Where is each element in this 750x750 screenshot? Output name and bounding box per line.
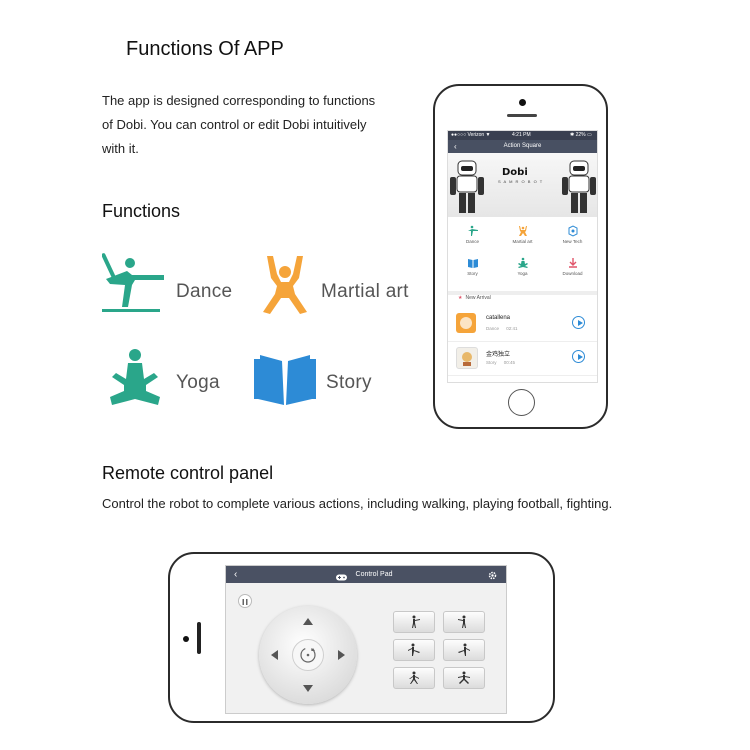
action-button-stance-left[interactable] xyxy=(393,667,435,689)
back-icon[interactable]: ‹ xyxy=(454,142,457,151)
grid-label: New Tech xyxy=(562,239,583,244)
description-line-1: The app is designed corresponding to fun… xyxy=(102,93,376,108)
grid-item-story[interactable]: Story xyxy=(448,255,497,285)
pause-icon xyxy=(242,599,248,605)
rotate-icon xyxy=(300,647,316,663)
carrier-text: ●●○○○ Verizon ▼ xyxy=(451,132,491,138)
stance-pose-icon xyxy=(458,671,470,684)
star-icon: ★ xyxy=(458,295,463,301)
home-button[interactable] xyxy=(508,389,535,416)
action-button-kick-right[interactable] xyxy=(443,639,485,661)
action-square-screen: ●●○○○ Verizon ▼ 4:21 PM ✱ 22% ▭ ‹ Action… xyxy=(447,130,598,383)
control-pad-nav: ‹ Control Pad xyxy=(226,566,506,583)
punch-pose-icon xyxy=(458,615,466,628)
landscape-phone: ‹ Control Pad xyxy=(168,552,555,723)
status-time: 4:21 PM xyxy=(512,132,531,138)
description-line-2: of Dobi. You can control or edit Dobi in… xyxy=(102,117,367,132)
action-button-punch-right[interactable] xyxy=(443,611,485,633)
dpad-arrows xyxy=(271,618,345,692)
dance-icon xyxy=(101,249,170,315)
kick-pose-icon xyxy=(458,643,470,656)
grid-label: Story xyxy=(467,271,478,276)
play-button[interactable] xyxy=(572,350,585,363)
direction-pad[interactable] xyxy=(259,606,357,704)
item-meta: Story 00:45 xyxy=(486,360,515,365)
robot-left-image xyxy=(450,160,484,213)
dpad-center-button[interactable] xyxy=(292,639,324,671)
control-pad-screen: ‹ Control Pad xyxy=(225,565,507,714)
martial-art-icon xyxy=(518,226,527,236)
yoga-icon xyxy=(517,257,528,268)
new-arrival-header: ★New Arrival xyxy=(448,291,597,305)
item-thumbnail xyxy=(456,313,476,333)
nav-bar: ‹ Action Square xyxy=(448,140,597,153)
grid-label: Download xyxy=(562,271,583,276)
item-meta: Dance 02:41 xyxy=(486,326,518,331)
list-item[interactable]: 金鸡独立 Story 00:45 xyxy=(448,341,597,376)
remote-title: Remote control panel xyxy=(102,463,274,483)
stance-pose-icon xyxy=(409,671,419,684)
item-thumbnail xyxy=(456,347,478,369)
yoga-label: Yoga xyxy=(176,372,220,393)
grid-item-download[interactable]: Download xyxy=(548,255,597,285)
status-bar: ●●○○○ Verizon ▼ 4:21 PM ✱ 22% ▭ xyxy=(448,131,597,140)
martial-art-icon xyxy=(257,252,313,316)
app-description: The app is designed corresponding to fun… xyxy=(102,89,422,161)
gamepad-icon xyxy=(336,571,347,581)
pause-button[interactable] xyxy=(238,594,252,608)
new-tech-icon xyxy=(568,225,577,237)
page-title: Functions Of APP xyxy=(126,38,284,60)
remote-description: Control the robot to complete various ac… xyxy=(102,496,613,511)
grid-label: Martial art xyxy=(512,239,533,244)
punch-pose-icon xyxy=(412,615,420,628)
story-label: Story xyxy=(326,372,372,393)
grid-item-new-tech[interactable]: New Tech xyxy=(548,223,597,253)
grid-label: Yoga xyxy=(517,271,528,276)
banner[interactable]: Dobi S A M R O B O T xyxy=(448,153,597,217)
item-time: 02:41 xyxy=(506,326,518,331)
control-pad-title: Control Pad xyxy=(355,571,393,578)
action-button-punch-left[interactable] xyxy=(393,611,435,633)
dobi-tagline: S A M R O B O T xyxy=(498,179,544,184)
action-button-stance-right[interactable] xyxy=(443,667,485,689)
item-category: Story xyxy=(486,360,497,365)
description-line-3: with it. xyxy=(102,141,139,156)
play-button[interactable] xyxy=(572,316,585,329)
yoga-icon xyxy=(108,345,162,407)
item-name: 金鸡独立 xyxy=(486,352,511,358)
item-name: catallena xyxy=(486,315,511,321)
grid-item-yoga[interactable]: Yoga xyxy=(498,255,547,285)
dance-label: Dance xyxy=(176,281,233,302)
grid-label: Dance xyxy=(465,239,479,244)
list-item[interactable]: catallena Dance 02:41 xyxy=(448,307,597,342)
martial-art-label: Martial art xyxy=(321,281,409,302)
item-time: 00:45 xyxy=(503,360,516,365)
dobi-logo: Dobi xyxy=(502,167,528,178)
action-button-kick-left[interactable] xyxy=(393,639,435,661)
camera-dot xyxy=(519,99,526,106)
camera-dot xyxy=(183,636,189,642)
nav-title: Action Square xyxy=(503,143,542,149)
back-icon[interactable]: ‹ xyxy=(234,569,238,580)
kick-pose-icon xyxy=(408,643,420,656)
download-icon xyxy=(568,258,577,268)
battery-text: ✱ 22% ▭ xyxy=(570,132,592,138)
speaker-slot xyxy=(197,622,201,654)
functions-title: Functions xyxy=(102,201,181,221)
speaker-slot xyxy=(507,114,537,117)
story-icon xyxy=(254,353,316,407)
grid-item-dance[interactable]: Dance xyxy=(448,223,497,253)
gear-icon[interactable] xyxy=(488,570,497,580)
carousel-dots[interactable] xyxy=(514,211,532,214)
item-category: Dance xyxy=(486,326,500,331)
robot-right-image xyxy=(562,160,596,213)
new-arrival-label: New Arrival xyxy=(465,295,491,301)
portrait-phone: ●●○○○ Verizon ▼ 4:21 PM ✱ 22% ▭ ‹ Action… xyxy=(433,84,608,429)
dance-icon xyxy=(467,225,478,236)
grid-item-martial-art[interactable]: Martial art xyxy=(498,223,547,253)
story-icon xyxy=(467,259,478,268)
